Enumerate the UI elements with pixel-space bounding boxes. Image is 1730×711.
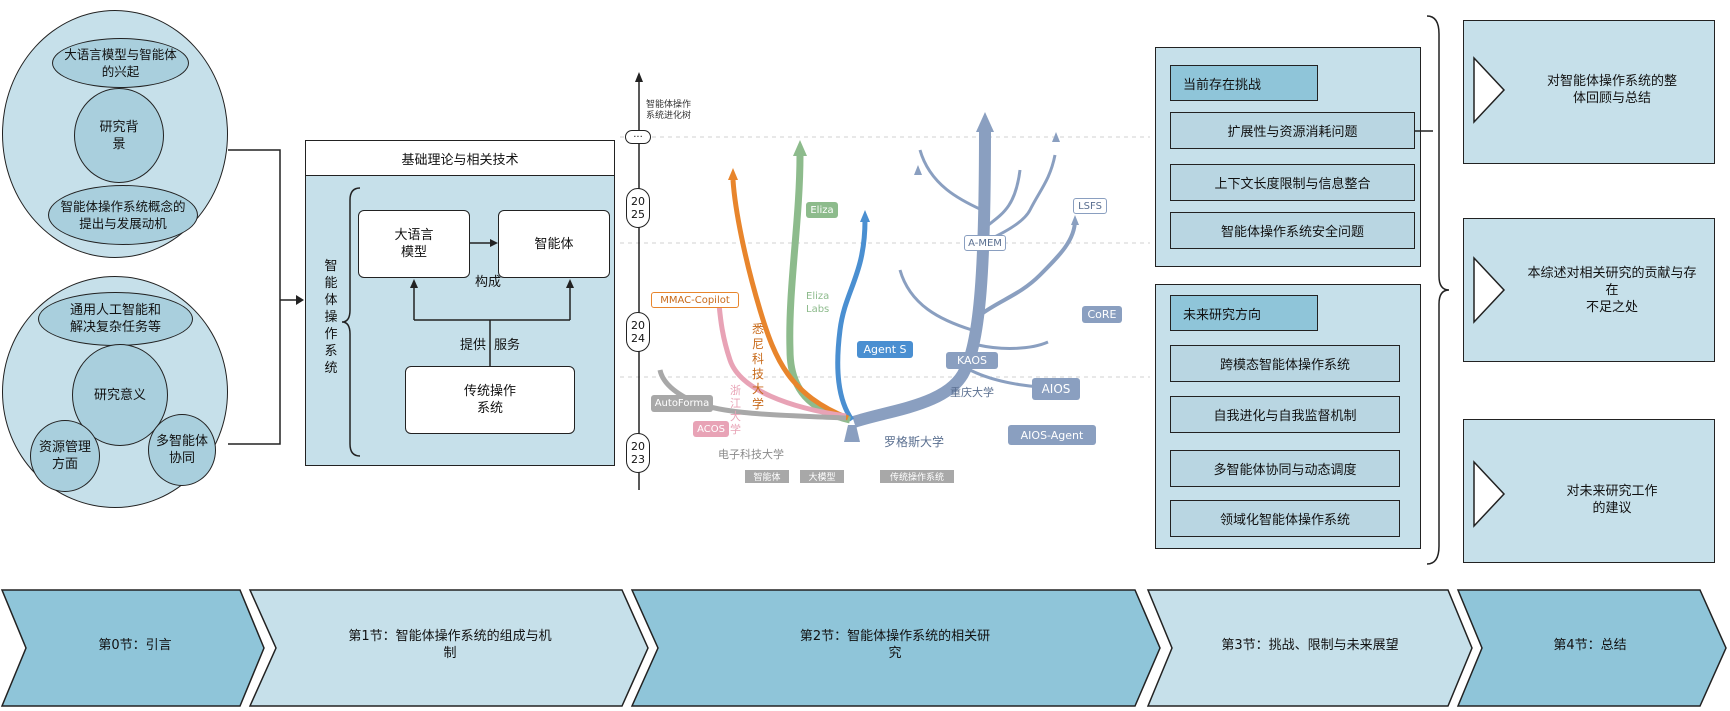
tag-a-mem: A-MEM — [964, 235, 1006, 251]
future-item: 领域化智能体操作系统 — [1170, 500, 1400, 537]
chevron-label: 第2节：智能体操作系统的相关研 究 — [799, 629, 991, 661]
multi-agent-circle: 多智能体 协同 — [148, 414, 216, 486]
year-2024-marker: 20 24 — [626, 312, 650, 352]
year-2025-marker: 20 25 — [626, 188, 650, 228]
branch-label-rutgers: 罗格斯大学 — [884, 435, 945, 449]
chevron-label: 第4节：总结 — [1553, 637, 1627, 653]
provide-label: 提供 — [460, 338, 487, 353]
branch-label-cqu: 重庆大学 — [950, 386, 994, 399]
chevron-4 — [1456, 589, 1727, 707]
agent-box: 智能体 — [498, 210, 610, 278]
tag-lsfs: LSFS — [1073, 198, 1107, 214]
rise-of-llm-agents-ellipse: 大语言模型与智能体 的兴起 — [52, 38, 189, 88]
agent-os-side-label: 智 能 体 操 作 系 统 — [324, 259, 338, 376]
side-brace — [341, 187, 361, 457]
tree-axis-title: 智能体操作 系统进化树 — [646, 100, 692, 121]
branch-label-uestc: 电子科技大学 — [718, 448, 784, 461]
summary-text-2: 本综述对相关研究的贡献与存 在 不足之处 — [1527, 265, 1697, 315]
root-traditional-os: 传统操作系统 — [880, 470, 954, 483]
traditional-os-box: 传统操作 系统 — [405, 366, 575, 434]
summary-text-3: 对未来研究工作 的建议 — [1566, 484, 1658, 516]
chevron-0 — [0, 589, 265, 707]
future-header: 未来研究方向 — [1170, 295, 1318, 331]
play-icon — [1473, 256, 1506, 324]
resource-management-circle: 资源管理 方面 — [30, 420, 100, 492]
tag-kaos: KAOS — [946, 352, 998, 369]
summary-box-3 — [1463, 419, 1715, 563]
foundation-title: 基础理论与相关技术 — [305, 140, 615, 176]
challenge-item: 扩展性与资源消耗问题 — [1170, 112, 1415, 149]
branch-label-zju: 浙 江 大 学 — [730, 384, 741, 436]
motivation-ellipse: 智能体操作系统概念的 提出与发展动机 — [48, 185, 198, 245]
play-icon — [1473, 56, 1506, 124]
section-chevrons — [0, 589, 1727, 707]
tag-autoforma: AutoForma — [651, 395, 713, 412]
llm-box: 大语言 模型 — [358, 210, 470, 278]
service-label: 服务 — [494, 338, 521, 353]
chevron-label: 第3节：挑战、限制与未来展望 — [1221, 637, 1399, 653]
section0-connector — [228, 149, 304, 445]
timeline-top-marker: ··· — [625, 130, 651, 144]
summary-text-1: 对智能体操作系统的整 体回顾与总结 — [1546, 74, 1677, 106]
year-2023-marker: 20 23 — [626, 433, 650, 473]
root-llm: 大模型 — [800, 470, 844, 483]
chevron-label: 第0节：引言 — [98, 637, 172, 653]
tag-aios: AIOS — [1032, 378, 1080, 400]
compose-label: 构成 — [475, 275, 502, 290]
play-icon — [1473, 460, 1506, 528]
tag-acos: ACOS — [693, 421, 729, 437]
root-agent: 智能体 — [745, 470, 789, 483]
future-item: 跨模态智能体操作系统 — [1170, 345, 1400, 382]
challenge-item: 上下文长度限制与信息整合 — [1170, 164, 1415, 201]
chevron-label: 第1节：智能体操作系统的组成与机 制 — [348, 629, 552, 661]
chevron-2 — [630, 589, 1161, 707]
chevron-3 — [1146, 589, 1473, 707]
summary-box-1 — [1463, 20, 1715, 164]
research-background-circle: 研究背 景 — [74, 88, 164, 183]
future-item: 自我进化与自我监督机制 — [1170, 396, 1400, 433]
tag-aios-agent: AIOS-Agent — [1008, 425, 1096, 445]
challenges-header: 当前存在挑战 — [1170, 65, 1318, 101]
tag-eliza: Eliza — [806, 202, 838, 218]
agi-ellipse: 通用人工智能和 解决复杂任务等 — [38, 292, 193, 346]
section3-brace — [1426, 15, 1450, 565]
section1-arrows — [410, 239, 574, 366]
branch-label-uts: 悉 尼 科 技 大 学 — [752, 322, 765, 411]
tag-mmac-copilot: MMAC-Copilot — [651, 292, 739, 308]
future-item: 多智能体协同与动态调度 — [1170, 450, 1400, 487]
challenge-item: 智能体操作系统安全问题 — [1170, 212, 1415, 249]
tag-core: CoRE — [1082, 306, 1122, 323]
tag-agent-s: Agent S — [857, 341, 913, 358]
chevron-1 — [248, 589, 649, 707]
eliza-labs-branch: Eliza Labs — [806, 291, 830, 315]
challenge-connector — [1415, 130, 1433, 132]
